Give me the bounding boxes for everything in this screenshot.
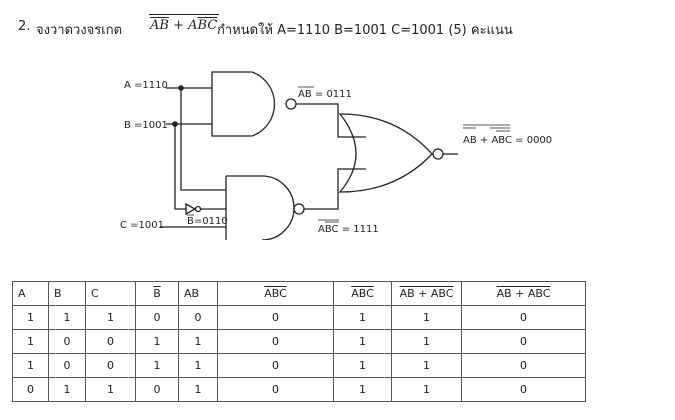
nand-gate-ab-bubble [285, 98, 297, 110]
logic-circuit-diagram: A =1110 B =1001 C =1001 B=0110 AB = 0111… [120, 71, 552, 240]
col-header-not-sum: AB + ABC [461, 281, 586, 306]
table-row: 1 1 1 0 0 0 1 1 0 [12, 305, 586, 330]
table-cell: 0 [217, 329, 334, 354]
wire-nand1-to-or [296, 103, 366, 138]
table-row: 0 1 1 0 1 0 1 1 0 [12, 377, 586, 402]
expression-overbar [149, 14, 219, 15]
wire-b-to-not [174, 124, 186, 210]
table-cell: 1 [333, 305, 392, 330]
table-cell: 0 [85, 329, 136, 354]
table-cell: 0 [85, 353, 136, 378]
table-cell: 1 [178, 353, 218, 378]
table-row: 1 0 0 1 1 0 1 1 0 [12, 353, 586, 378]
table-cell: 0 [178, 305, 218, 330]
col-header-c: C [85, 281, 136, 306]
table-cell: 1 [333, 329, 392, 354]
nand-gate-abc [225, 175, 295, 240]
col-header-a-not-bc: ABC [217, 281, 334, 306]
input-b-label: B =1001 [124, 120, 168, 131]
target-expression: AB + ABC [145, 13, 223, 41]
table-cell: 1 [391, 305, 462, 330]
question-number: 2. [18, 19, 31, 34]
not-b-label: B=0110 [187, 216, 228, 227]
wire-nand2-to-or [304, 168, 366, 210]
nand-gate-ab [211, 71, 276, 137]
nand1-output-label: AB = 0111 [298, 89, 352, 100]
nor-gate-bubble [432, 148, 444, 160]
table-cell: 1 [48, 377, 86, 402]
table-cell: 0 [217, 353, 334, 378]
table-cell: 0 [48, 329, 86, 354]
final-output-label: AB + ABC = 0000 [463, 135, 552, 146]
wire-a-to-nand2 [180, 88, 226, 191]
not-gate-bubble [194, 205, 202, 213]
junction-b [172, 121, 178, 127]
table-cell: 0 [48, 353, 86, 378]
nor-gate [338, 113, 433, 193]
junction-a [178, 85, 184, 91]
table-cell: 1 [135, 329, 179, 354]
nand2-output-label: ABC = 1111 [318, 224, 379, 235]
truth-table-header-row: A B C B AB ABC ABC AB + ABC AB + ABC [12, 281, 586, 306]
table-cell: 1 [333, 353, 392, 378]
table-cell: 0 [217, 305, 334, 330]
table-cell: 0 [135, 377, 179, 402]
table-cell: 1 [85, 305, 136, 330]
table-cell: 1 [85, 377, 136, 402]
table-cell: 1 [48, 305, 86, 330]
table-cell: 0 [461, 377, 586, 402]
question-instruction: จงวาดวงจรเกต [36, 23, 123, 38]
table-cell: 1 [391, 377, 462, 402]
col-header-b: B [48, 281, 86, 306]
table-cell: 1 [333, 377, 392, 402]
table-cell: 0 [217, 377, 334, 402]
question-given-values: กำหนดให้ A=1110 B=1001 C=1001 (5) คะแนน [217, 23, 513, 38]
col-header-a: A [12, 281, 49, 306]
nand-gate-abc-bubble [293, 203, 305, 215]
table-cell: 1 [391, 329, 462, 354]
expression-plus: + [173, 18, 184, 33]
table-cell: 0 [461, 305, 586, 330]
table-cell: 1 [12, 329, 49, 354]
not-gate [185, 202, 197, 216]
table-cell: 0 [135, 305, 179, 330]
input-a-label: A =1110 [124, 80, 168, 91]
table-row: 1 0 0 1 1 0 1 1 0 [12, 329, 586, 354]
col-header-not-abc: ABC [333, 281, 392, 306]
question-header: 2. จงวาดวงจรเกต AB + ABC กำหนดให้ A=1110… [18, 13, 658, 43]
table-cell: 0 [461, 329, 586, 354]
table-cell: 1 [178, 377, 218, 402]
expression-term-bc: BC [197, 18, 218, 33]
expression-term-a: A [188, 18, 198, 33]
table-cell: 1 [12, 353, 49, 378]
table-cell: 1 [391, 353, 462, 378]
col-header-sum: AB + ABC [391, 281, 462, 306]
truth-table: A B C B AB ABC ABC AB + ABC AB + ABC 1 1… [12, 281, 586, 402]
table-cell: 1 [12, 305, 49, 330]
col-header-not-b: B [135, 281, 179, 306]
table-cell: 0 [461, 353, 586, 378]
table-cell: 1 [135, 353, 179, 378]
table-cell: 0 [12, 377, 49, 402]
input-c-label: C =1001 [120, 220, 164, 231]
col-header-ab: AB [178, 281, 218, 306]
expression-term-ab: AB [150, 18, 169, 33]
table-cell: 1 [178, 329, 218, 354]
